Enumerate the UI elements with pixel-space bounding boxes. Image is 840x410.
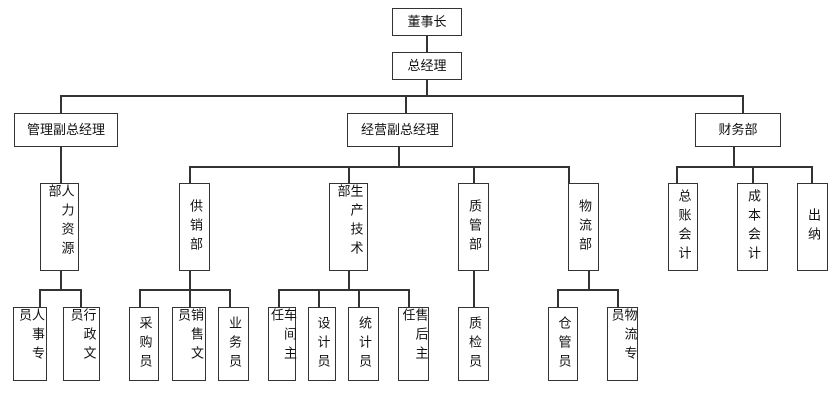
node-purchaser: 采购员 bbox=[129, 307, 159, 381]
connector bbox=[139, 289, 229, 291]
node-general-manager: 总经理 bbox=[392, 52, 462, 80]
node-admin-clerk: 行政文员 bbox=[63, 307, 100, 381]
node-designer: 设计员 bbox=[308, 307, 336, 381]
connector bbox=[473, 271, 475, 307]
node-statistician: 统计员 bbox=[348, 307, 379, 381]
connector bbox=[278, 289, 280, 307]
connector bbox=[60, 147, 62, 183]
connector bbox=[473, 166, 475, 183]
connector bbox=[358, 289, 360, 307]
node-quality-inspector: 质检员 bbox=[458, 307, 489, 381]
node-salesman: 业务员 bbox=[218, 307, 249, 381]
node-logistics-dept: 物流部 bbox=[568, 183, 599, 271]
connector bbox=[39, 289, 81, 291]
node-operations-vp: 经营副总经理 bbox=[347, 113, 453, 147]
connector bbox=[348, 271, 350, 289]
connector bbox=[557, 289, 559, 307]
node-after-sales-director: 售后主任 bbox=[398, 307, 429, 381]
connector bbox=[405, 95, 407, 113]
connector bbox=[189, 166, 569, 168]
node-chairman: 董事长 bbox=[392, 8, 462, 36]
connector bbox=[557, 289, 618, 291]
connector bbox=[229, 289, 231, 307]
connector bbox=[588, 271, 590, 289]
node-workshop-director: 车间主任 bbox=[268, 307, 296, 381]
node-sales-clerk: 销售文员 bbox=[172, 307, 206, 381]
connector bbox=[426, 36, 428, 52]
connector bbox=[752, 166, 754, 183]
node-cashier: 出纳 bbox=[797, 183, 828, 271]
connector bbox=[408, 289, 410, 307]
node-quality-dept: 质管部 bbox=[458, 183, 489, 271]
connector bbox=[60, 271, 62, 289]
node-hr-specialist: 人事专员 bbox=[13, 307, 47, 381]
node-finance-dept: 财务部 bbox=[695, 113, 781, 147]
node-admin-vp: 管理副总经理 bbox=[14, 113, 118, 147]
connector bbox=[742, 95, 744, 113]
node-general-ledger-accountant: 总账会计 bbox=[668, 183, 698, 271]
connector bbox=[676, 166, 678, 183]
connector bbox=[139, 289, 141, 307]
node-cost-accountant: 成本会计 bbox=[737, 183, 768, 271]
node-logistics-specialist: 物流专员 bbox=[607, 307, 638, 381]
connector bbox=[568, 166, 570, 183]
connector bbox=[60, 95, 62, 113]
connector bbox=[617, 289, 619, 307]
node-hr-dept: 人力资源部 bbox=[40, 183, 79, 271]
connector bbox=[426, 80, 428, 95]
connector bbox=[80, 289, 82, 307]
node-production-tech-dept: 生产技术部 bbox=[329, 183, 368, 271]
connector bbox=[60, 95, 743, 97]
connector bbox=[278, 289, 409, 291]
connector bbox=[398, 147, 400, 166]
connector bbox=[733, 147, 735, 166]
connector bbox=[189, 166, 191, 183]
connector bbox=[811, 166, 813, 183]
node-supply-sales-dept: 供销部 bbox=[179, 183, 210, 271]
connector bbox=[348, 166, 350, 183]
node-warehouse-keeper: 仓管员 bbox=[548, 307, 578, 381]
connector bbox=[39, 289, 41, 307]
connector bbox=[676, 166, 812, 168]
connector bbox=[318, 289, 320, 307]
